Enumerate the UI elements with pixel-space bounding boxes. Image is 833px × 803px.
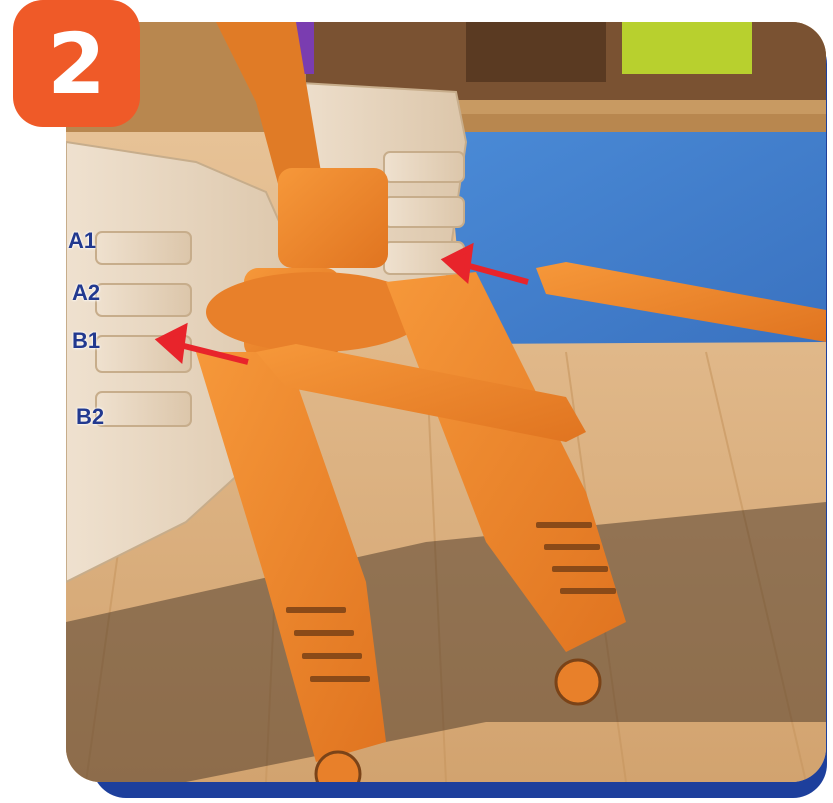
slot-label-b1: B1	[72, 330, 100, 352]
step-badge: 2	[13, 0, 140, 127]
slot-label-a1: A1	[68, 230, 96, 252]
shelf-bin-green	[622, 22, 752, 74]
shelf-cubby	[466, 22, 606, 82]
scene-illustration	[66, 22, 826, 782]
slot-label-b2: B2	[76, 406, 104, 428]
step-number: 2	[47, 22, 105, 106]
slot-label-a2: A2	[72, 282, 100, 304]
orange-seat-block-top	[278, 168, 388, 268]
